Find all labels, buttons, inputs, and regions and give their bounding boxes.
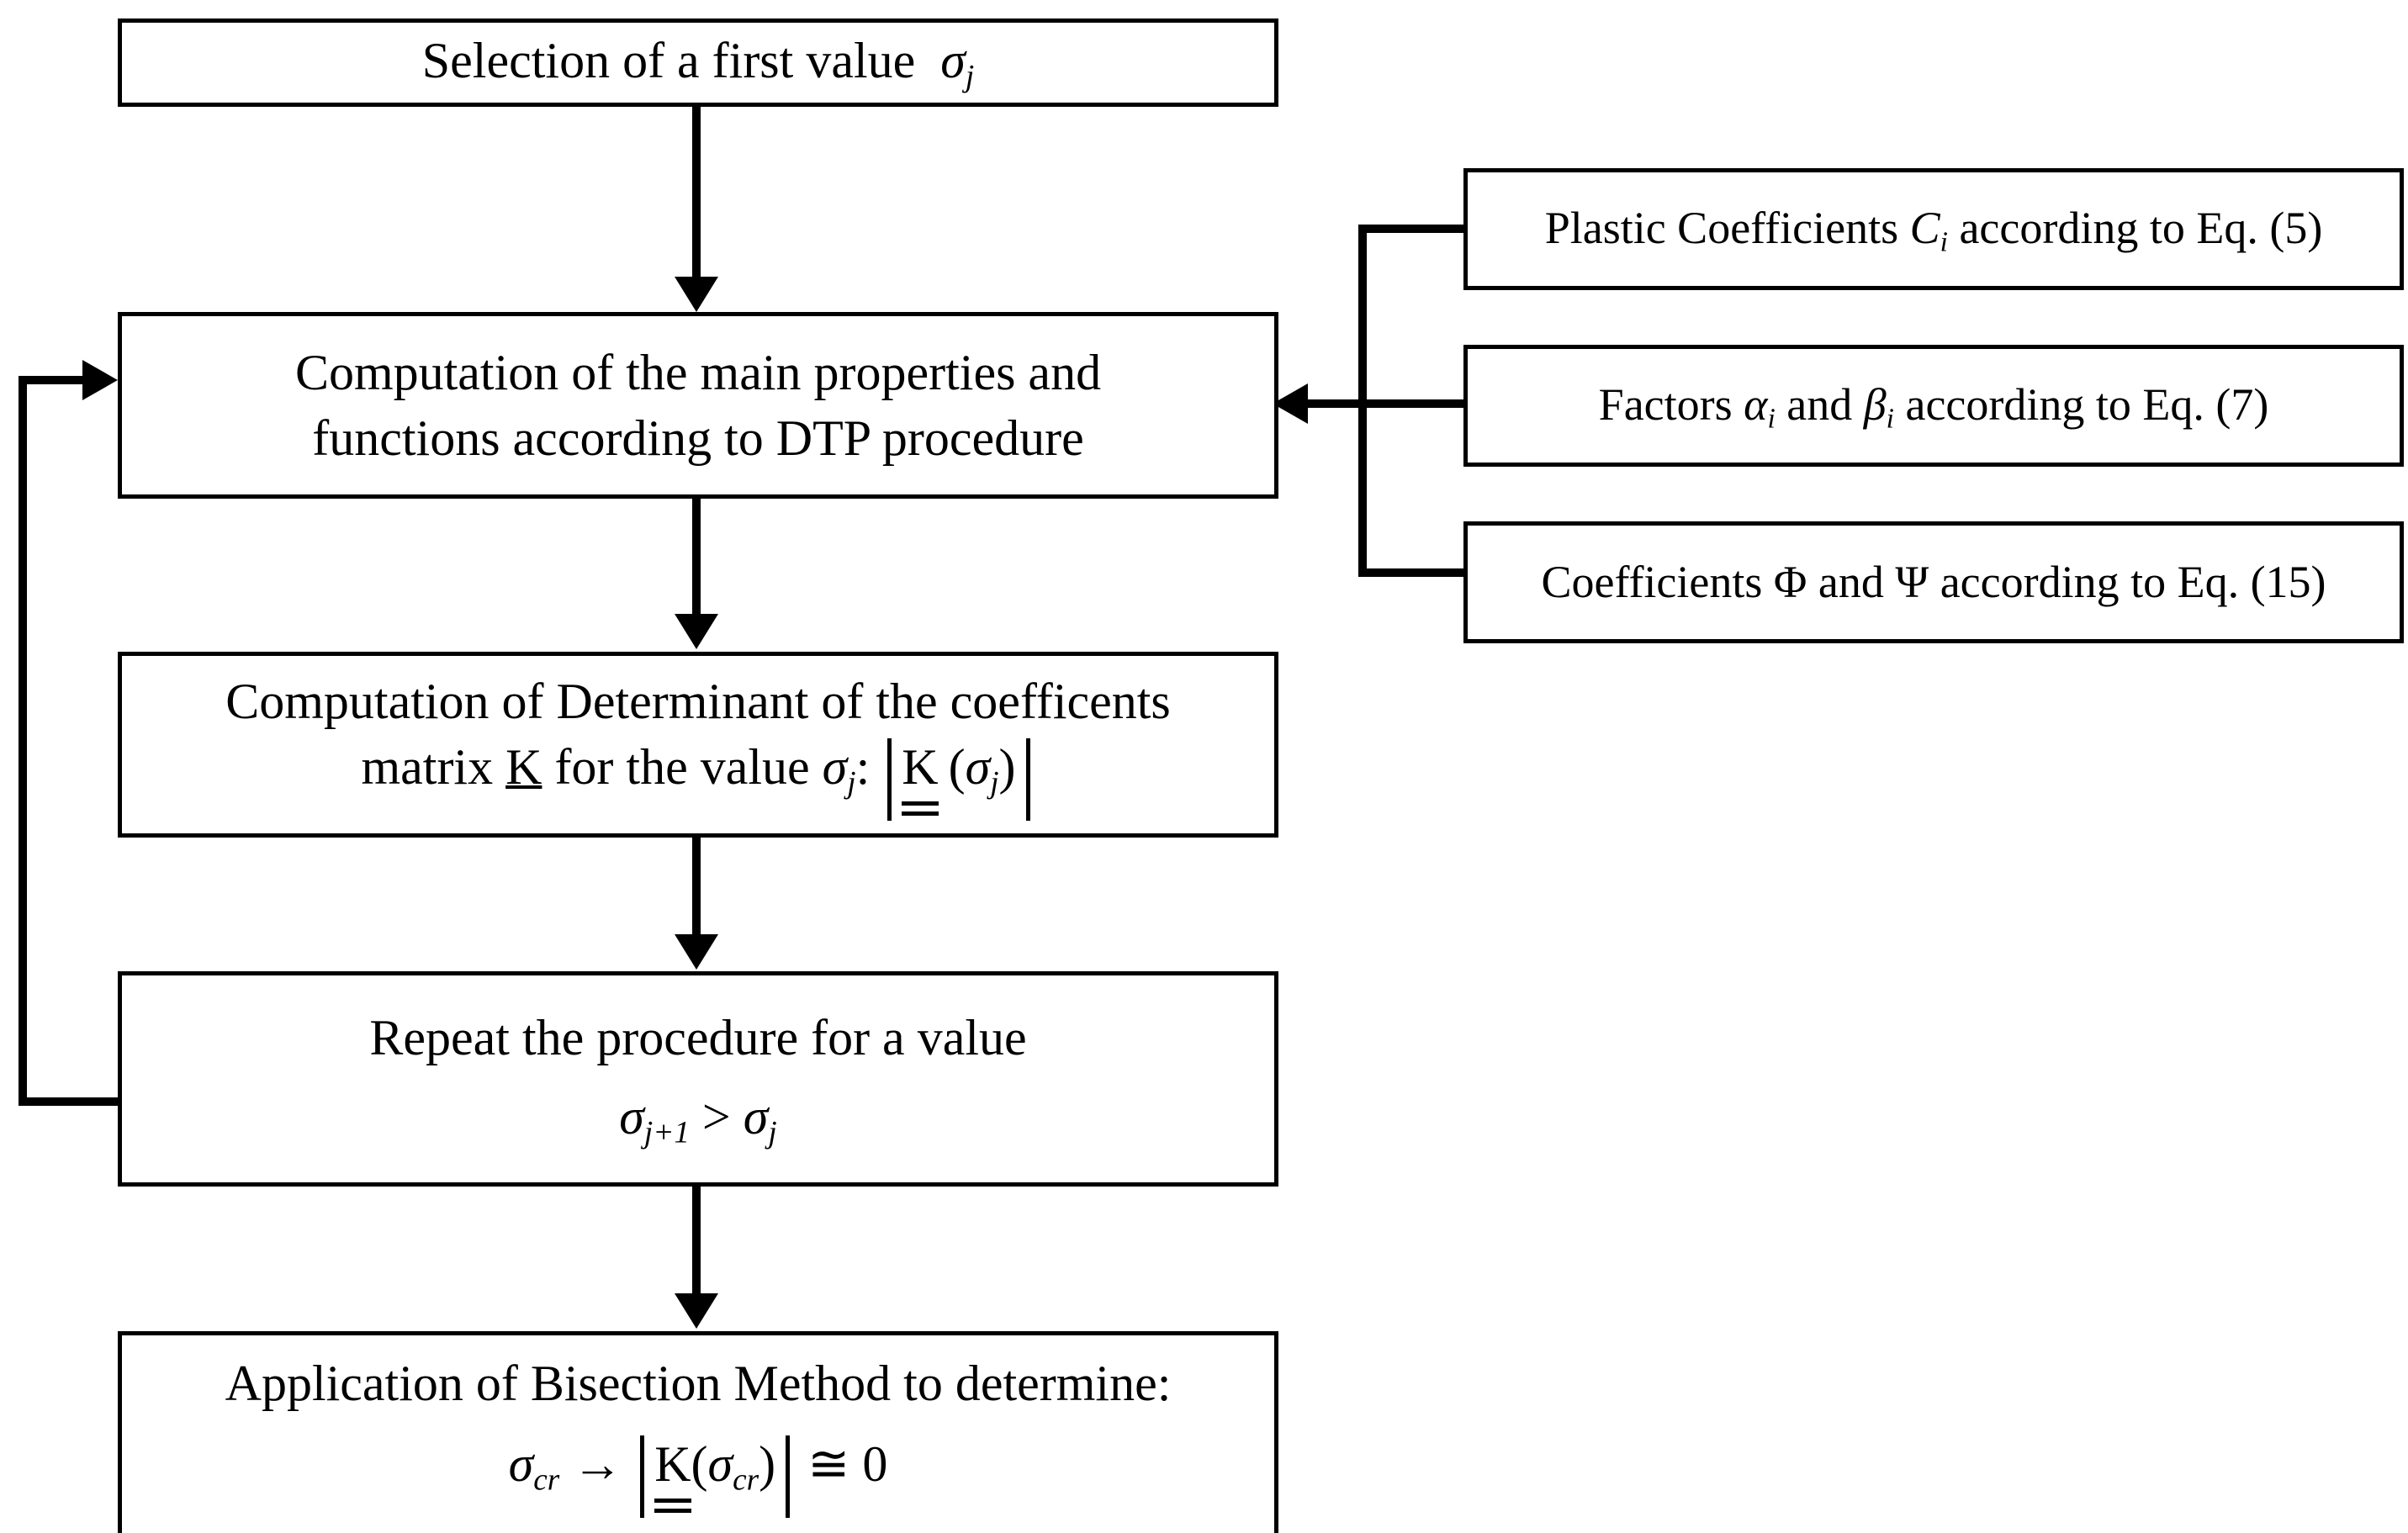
factors-symbol-alpha: α [1744, 378, 1768, 430]
coefficients-symbol-phi: Φ [1773, 557, 1807, 608]
connector-n1-to-n2-stem [692, 105, 701, 280]
plastic-coefficients-symbol-subscript: i [1940, 225, 1948, 257]
plastic-coefficients-suffix: according to Eq. (5) [1959, 202, 2323, 253]
node-5-sigma-cr: σ [508, 1436, 534, 1493]
node-3-det-sigma-subscript: j [990, 765, 999, 801]
node-5-right-arrow-glyph: → [572, 1436, 623, 1493]
node-5-paren-close: ) [759, 1436, 776, 1493]
factors-prefix: Factors [1598, 378, 1733, 430]
side-bus-arrowhead-into-n2 [1273, 383, 1308, 424]
node-compute-main-properties[interactable]: Computation of the main properties and f… [118, 312, 1278, 499]
factors-suffix: according to Eq. (7) [1905, 378, 2269, 430]
node-1-sigma: σ [940, 33, 966, 89]
side-bus-middle-segment [1305, 399, 1468, 408]
node-3-paren-close: ) [998, 739, 1016, 796]
node-compute-determinant[interactable]: Computation of Determinant of the coeffi… [118, 652, 1278, 838]
node-3-determinant-bars: K (σj) [887, 738, 1030, 821]
node-5-det-sigma-subscript: cr [733, 1462, 759, 1498]
coefficients-symbol-psi: Ψ [1895, 557, 1929, 608]
node-5-line-2: σcr → K(σcr) ≅ 0 [508, 1431, 888, 1518]
feedback-top-segment [19, 376, 103, 384]
node-3-sigma: σ [822, 739, 848, 796]
node-bisection-method[interactable]: Application of Bisection Method to deter… [118, 1331, 1278, 1533]
connector-n4-to-n5-arrowhead [675, 1293, 718, 1329]
node-coefficients-phi-psi[interactable]: Coefficients Φ and Ψ according to Eq. (1… [1463, 521, 2404, 643]
node-3-det-sigma: σ [965, 739, 991, 796]
node-select-first-value-text: Selection of a first value σj [422, 28, 974, 98]
node-1-sigma-subscript: j [965, 59, 975, 94]
plastic-coefficients-symbol-C: C [1909, 202, 1940, 253]
node-4-sigma-2: σ [743, 1088, 769, 1144]
connector-n2-to-n3-stem [692, 498, 701, 617]
node-coefficients-phi-psi-text: Coefficients Φ and Ψ according to Eq. (1… [1541, 552, 2326, 611]
node-5-sigma-cr-subscript: cr [533, 1462, 560, 1498]
node-3-line-1: Computation of Determinant of the coeffi… [225, 674, 1171, 730]
node-factors-alpha-beta-text: Factors αi and βi according to Eq. (7) [1599, 375, 2269, 437]
coefficients-suffix: according to Eq. (15) [1940, 557, 2326, 608]
node-select-first-value[interactable]: Selection of a first value σj [118, 19, 1278, 107]
node-4-sigma-1-subscript: j+1 [643, 1115, 690, 1150]
connector-n1-to-n2-arrowhead [675, 277, 718, 312]
feedback-arrowhead-into-n2 [82, 360, 118, 400]
node-5-zero: 0 [862, 1436, 888, 1493]
node-5-paren-open: ( [691, 1436, 708, 1493]
factors-symbol-beta: β [1863, 378, 1887, 430]
factors-beta-subscript: i [1886, 402, 1894, 434]
node-2-line-2: functions according to DTP procedure [312, 410, 1084, 466]
feedback-left-rail [19, 376, 27, 1106]
node-5-approx-sign: ≅ [807, 1436, 850, 1493]
node-5-line-1: Application of Bisection Method to deter… [225, 1356, 1172, 1412]
node-3-colon: : [855, 739, 871, 796]
factors-alpha-subscript: i [1767, 402, 1776, 434]
node-repeat-procedure[interactable]: Repeat the procedure for a value σj+1 > … [118, 971, 1278, 1187]
node-3-matrix-word: matrix [361, 739, 494, 796]
node-3-for-the-value: for the value [554, 739, 810, 796]
node-factors-alpha-beta[interactable]: Factors αi and βi according to Eq. (7) [1463, 345, 2404, 467]
connector-n4-to-n5-stem [692, 1186, 701, 1297]
coefficients-conjunction: and [1818, 557, 1884, 608]
plastic-coefficients-prefix: Plastic Coefficients [1544, 202, 1899, 253]
connector-n3-to-n4-stem [692, 837, 701, 938]
coefficients-prefix: Coefficients [1541, 557, 1763, 608]
node-5-determinant-K: K [654, 1436, 691, 1504]
node-3-determinant-K: K [902, 739, 939, 806]
node-3-sigma-subscript: j [847, 765, 856, 801]
node-4-sigma-1: σ [619, 1088, 644, 1144]
node-5-det-sigma: σ [707, 1436, 733, 1493]
side-bus-stub-top [1358, 225, 1468, 233]
node-4-greater-than: > [701, 1088, 731, 1144]
node-plastic-coefficients[interactable]: Plastic Coefficients Ci according to Eq.… [1463, 168, 2404, 290]
node-5-determinant-bars: K(σcr) [640, 1435, 791, 1518]
node-3-matrix-K: K [505, 739, 542, 796]
connector-n3-to-n4-arrowhead [675, 934, 718, 970]
connector-n2-to-n3-arrowhead [675, 614, 718, 649]
node-3-paren-open: ( [948, 739, 966, 796]
node-1-prefix: Selection of a first value [421, 33, 916, 89]
node-2-line-1: Computation of the main properties and [294, 345, 1102, 400]
node-4-line-2: σj+1 > σj [619, 1084, 776, 1154]
node-plastic-coefficients-text: Plastic Coefficients Ci according to Eq.… [1545, 198, 2323, 261]
node-3-line-2: matrix K for the value σj: K (σj) [361, 734, 1035, 821]
node-4-sigma-2-subscript: j [768, 1115, 777, 1150]
factors-conjunction: and [1786, 378, 1853, 430]
node-4-line-1: Repeat the procedure for a value [369, 1009, 1027, 1065]
side-bus-stub-bottom [1358, 568, 1468, 577]
feedback-bottom-segment [19, 1097, 119, 1106]
